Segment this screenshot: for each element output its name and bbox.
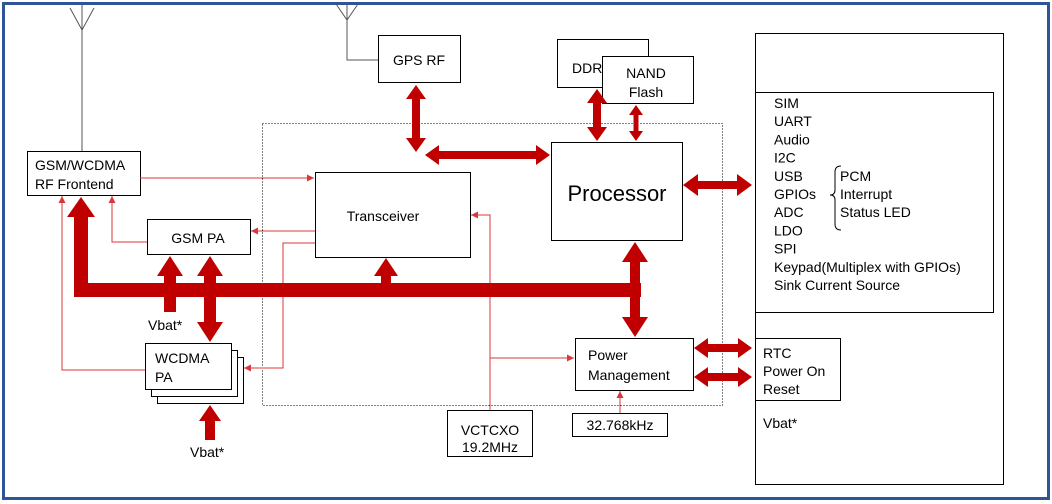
- chipset-boundary: [262, 123, 723, 406]
- power-control-item: Reset: [763, 381, 800, 397]
- wcdma-pa-box-front: [145, 343, 232, 390]
- gsm-pa-label: GSM PA: [171, 230, 225, 246]
- processor-box: [551, 142, 683, 241]
- rf-frontend-label-line2: RF Frontend: [35, 176, 114, 192]
- wcdma-pa-label-line1: WCDMA: [155, 350, 210, 366]
- gps-rf-vertical-arrow: [406, 85, 426, 152]
- power-control-box: [755, 338, 841, 401]
- bus-arrows: [67, 85, 752, 440]
- power-bus-bar: [74, 283, 641, 297]
- interface-list-box: [755, 92, 994, 313]
- power-management-block: Power Management: [575, 338, 694, 391]
- transceiver-box: [315, 172, 471, 258]
- rf-frontend-label-line1: GSM/WCDMA: [35, 157, 126, 173]
- rf-frontend-box: [27, 151, 141, 196]
- gps-rf-label: GPS RF: [393, 52, 445, 68]
- transceiver-block: Transceiver: [315, 172, 471, 258]
- interface-item: Audio: [774, 131, 810, 147]
- wcdma-pa-vbat-label: Vbat*: [190, 444, 225, 460]
- interface-item: GPIOs: [774, 186, 816, 202]
- processor-power-management-arrow: [622, 242, 648, 337]
- crystal-32k-label: 32.768kHz: [587, 417, 654, 433]
- bus-to-transceiver-arrow: [374, 258, 398, 290]
- nand-flash-label-line2: Flash: [629, 84, 663, 100]
- gps-rf-to-processor-arrow: [425, 145, 550, 165]
- system-vbat-label: Vbat*: [763, 415, 798, 431]
- nand-processor-arrow: [629, 105, 643, 141]
- gpio-function-item: Status LED: [840, 204, 911, 220]
- wcdma-pa-vbat-arrow: [199, 405, 221, 440]
- gps-rf-block: GPS RF: [378, 35, 461, 83]
- wcdma-pa-block: WCDMA PA: [145, 343, 244, 404]
- nand-flash-block: NAND Flash: [602, 56, 694, 104]
- power-control-item: Power On: [763, 363, 825, 379]
- vctcxo-label-line1: VCTCXO: [461, 422, 519, 438]
- gps-rf-box: [378, 35, 461, 83]
- power-management-label-line2: Management: [588, 367, 670, 383]
- processor-peripheral-arrow: [683, 174, 752, 196]
- wcdma-pa-label-line2: PA: [155, 369, 173, 385]
- transceiver-label: Transceiver: [347, 208, 420, 224]
- bus-to-rf-frontend-arrow: [67, 197, 95, 297]
- interface-item: Sink Current Source: [774, 277, 900, 293]
- gsm-pa-wcdma-pa-arrow: [197, 256, 223, 342]
- crystal-32k-block: 32.768kHz: [572, 413, 668, 437]
- ddr-processor-arrow: [587, 89, 607, 141]
- peripheral-area: SIM UART Audio I2C USB GPIOs ADC LDO SPI…: [755, 33, 1004, 485]
- interface-list: SIM UART Audio I2C USB GPIOs ADC LDO SPI…: [774, 95, 961, 293]
- interface-item: SPI: [774, 241, 797, 257]
- power-management-power-on-arrow: [694, 367, 752, 387]
- gsm-antenna-icon: [69, 5, 95, 151]
- gpio-function-item: Interrupt: [840, 186, 892, 202]
- gsm-pa-block: GSM PA: [147, 219, 251, 255]
- interface-item: I2C: [774, 150, 796, 166]
- interface-item: SIM: [774, 95, 799, 111]
- interface-item: USB: [774, 168, 803, 184]
- interface-item: ADC: [774, 204, 804, 220]
- interface-item: Keypad(Multiplex with GPIOs): [774, 259, 961, 275]
- power-management-rtc-arrow: [694, 338, 752, 358]
- vctcxo-to-transceiver-line: [471, 211, 491, 410]
- vctcxo-label-line2: 19.2MHz: [462, 439, 518, 455]
- wcdma-pa-to-rf-frontend-line: [58, 196, 145, 371]
- crystal-32k-box: [572, 413, 668, 437]
- power-management-label-line1: Power: [588, 347, 628, 363]
- ddr-label: DDR: [572, 60, 602, 76]
- nand-flash-label-line1: NAND: [626, 65, 666, 81]
- interface-item: UART: [774, 113, 812, 129]
- processor-block: Processor: [551, 142, 683, 241]
- power-control-item: RTC: [763, 345, 792, 361]
- gps-antenna-icon: [335, 3, 378, 61]
- gsm-pa-to-rf-frontend-line: [108, 196, 147, 243]
- power-management-box: [575, 338, 694, 391]
- nand-flash-box: [602, 56, 694, 104]
- rf-frontend-block: GSM/WCDMA RF Frontend: [27, 151, 141, 196]
- interface-item: LDO: [774, 222, 803, 238]
- transceiver-to-wcdma-pa-line: [244, 242, 315, 372]
- gsm-pa-vbat-arrow: [157, 256, 183, 312]
- vctcxo-box: [447, 410, 533, 457]
- gpio-function-list: PCM Interrupt Status LED: [840, 168, 911, 220]
- gpio-function-item: PCM: [840, 168, 871, 184]
- gpio-functions-bracket: [829, 165, 842, 231]
- vctcxo-block: VCTCXO 19.2MHz: [447, 410, 533, 457]
- gsm-pa-box: [147, 219, 251, 255]
- gps-antenna-feed: [346, 3, 378, 61]
- signal-lines: [58, 174, 624, 413]
- gsm-pa-vbat-label: Vbat*: [148, 317, 183, 333]
- processor-label: Processor: [567, 181, 666, 206]
